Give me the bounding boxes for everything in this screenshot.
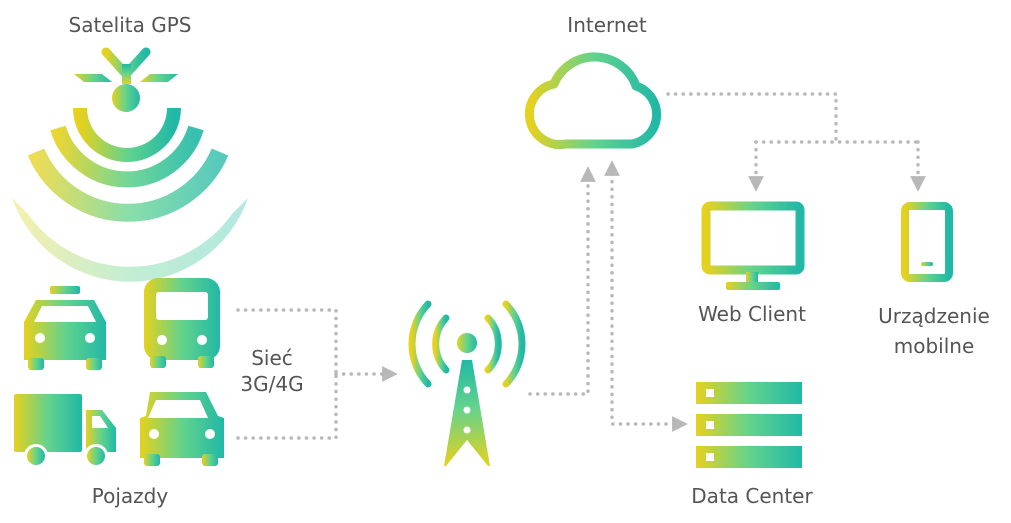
cell-tower-icon (408, 300, 526, 466)
mobile-label-line1: Urządzenie (878, 304, 990, 328)
gps-label: Satelita GPS (68, 13, 192, 37)
connector-vehicles-bottom (236, 372, 338, 440)
signal-wave-small (73, 107, 181, 162)
network-label: Sieć 3G/4G (240, 345, 303, 397)
server-rack-icon (696, 382, 802, 468)
car-icon (140, 392, 224, 466)
signal-wave-medium (50, 125, 204, 188)
taxi-icon (24, 286, 106, 370)
truck-icon (14, 394, 116, 468)
satellite-icon (12, 47, 248, 282)
web-client-label: Web Client (698, 302, 806, 326)
monitor-icon (701, 201, 805, 290)
internet-label: Internet (567, 13, 647, 37)
smartphone-icon (901, 202, 953, 282)
cloud-icon (524, 52, 662, 150)
signal-wave-outer (12, 198, 248, 282)
signal-wave-large (27, 148, 229, 222)
connector-cloud-out (666, 92, 838, 144)
bus-icon (144, 278, 220, 368)
vehicles-label: Pojazdy (91, 484, 169, 508)
mobile-label: Urządzenie mobilne (878, 301, 990, 361)
connector-to-datacenter (610, 172, 688, 432)
connector-tower-to-cloud (528, 166, 596, 396)
network-label-line2: 3G/4G (240, 372, 304, 396)
connector-vehicles-top (236, 308, 338, 376)
data-center-label: Data Center (691, 484, 813, 508)
mobile-label-line2: mobilne (893, 334, 975, 358)
network-label-line1: Sieć (251, 346, 293, 370)
connectors (236, 92, 926, 440)
